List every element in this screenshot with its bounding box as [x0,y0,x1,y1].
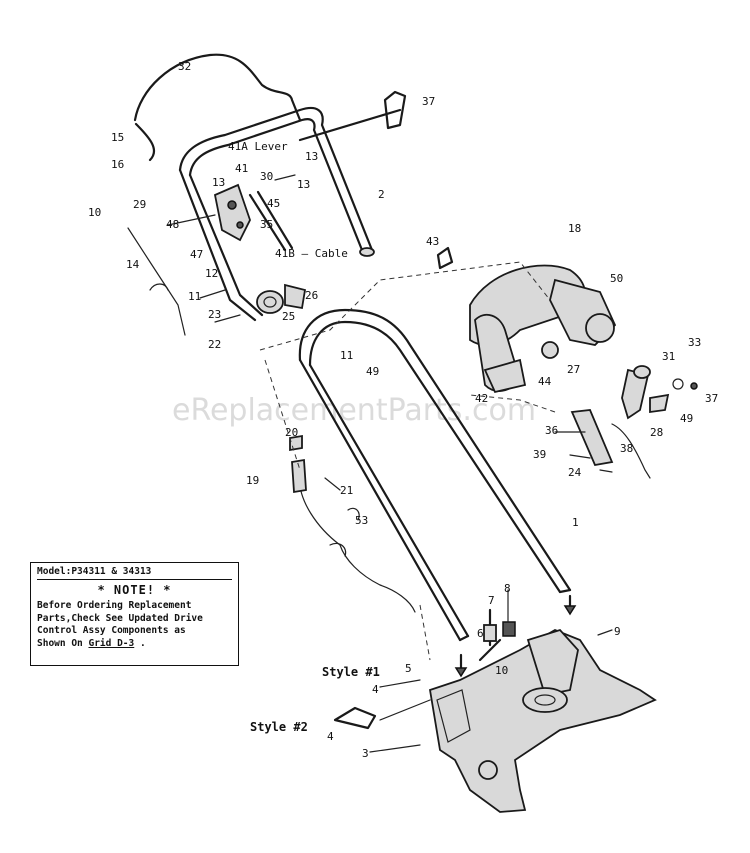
callout-48: 48 [166,218,179,231]
watermark: eReplacementParts.com [172,393,536,428]
callout-27: 27 [567,363,580,376]
callout-14: 14 [126,258,140,271]
callout-20: 20 [285,426,298,439]
callout-53: 53 [355,514,368,527]
callout-39: 39 [533,448,546,461]
callout-41b: 41B — Cable [275,247,348,260]
note-line-4-suffix: . [134,637,146,649]
callout-36: 36 [545,424,558,437]
note-heading: * NOTE! * [97,583,172,597]
style-1-label: Style #1 [322,665,380,679]
callout-22: 22 [208,338,221,351]
callout-24: 24 [568,466,582,479]
note-grid-ref: Grid D-3 [88,637,135,649]
callout-25: 25 [282,310,295,323]
leader-lines [259,261,556,661]
callout-35: 35 [260,218,273,231]
deck-bracket [428,589,657,813]
callout-21: 21 [340,484,353,497]
callout-37: 37 [422,95,435,108]
callout-1: 1 [572,516,579,529]
callout-9: 9 [614,625,621,638]
note-line-3: Control Assy Components as [37,625,186,636]
callout-10b: 10 [495,664,508,677]
assembly-arrows [454,594,577,678]
style2-clip [333,706,377,730]
drive-assembly [469,264,617,394]
callout-43: 43 [426,235,439,248]
callout-41: 41 [235,162,248,175]
callout-15: 15 [111,131,124,144]
upper-handle [178,106,375,322]
callout-11b: 11 [340,349,353,362]
callout-4b: 4 [327,730,334,743]
linkage-parts [554,365,698,479]
callout-49b: 49 [680,412,693,425]
callout-28: 28 [650,426,663,439]
callout-45: 45 [267,197,280,210]
control-mechanism [167,174,296,252]
note-box: Model:P34311 & 34313 * NOTE! * Before Or… [30,562,239,666]
callout-13a: 13 [305,150,318,163]
callout-4a: 4 [372,683,379,696]
part-37-bracket [298,90,407,142]
cable-53 [289,434,416,613]
callout-5: 5 [405,662,412,675]
callout-6: 6 [477,627,484,640]
note-line-2: Parts,Check See Updated Drive [37,612,203,624]
callout-47: 47 [190,248,203,261]
callout-37b: 37 [705,392,718,405]
callout-16: 16 [111,158,124,171]
callout-10: 10 [88,206,101,219]
callout-11a: 11 [188,290,201,303]
callout-30: 30 [260,170,273,183]
style-2-label: Style #2 [250,720,308,734]
callout-7: 7 [488,594,495,607]
callout-13b: 13 [297,178,310,191]
note-line-4: Shown On Grid D-3 . [37,638,232,651]
lower-handle [298,308,572,642]
callout-32: 32 [178,60,191,73]
callout-42: 42 [475,392,488,405]
callout-18: 18 [568,222,581,235]
callout-3: 3 [362,747,369,760]
note-model: Model:P34311 & 34313 [37,566,232,580]
callout-19: 19 [246,474,259,487]
callout-13c: 13 [212,176,225,189]
callout-labels: 32 37 15 41A Lever 16 41 13 13 13 10 29 … [88,60,718,760]
callout-2: 2 [378,188,385,201]
callout-31: 31 [662,350,675,363]
callout-12: 12 [205,267,218,280]
callout-38: 38 [620,442,633,455]
part-43 [436,246,454,270]
part-32-rod [133,53,302,122]
cable-14 [127,227,186,336]
callout-23: 23 [208,308,221,321]
callout-26: 26 [305,289,318,302]
callout-8: 8 [504,582,511,595]
callout-29: 29 [133,198,146,211]
callout-33: 33 [688,336,701,349]
wheel-parts-25-26 [199,283,307,323]
callout-49a: 49 [366,365,379,378]
note-line-4-prefix: Shown On [37,637,89,649]
callout-50: 50 [610,272,623,285]
callout-41a: 41A Lever [228,140,288,153]
callout-44: 44 [538,375,552,388]
note-line-1: Before Ordering Replacement [37,600,192,611]
